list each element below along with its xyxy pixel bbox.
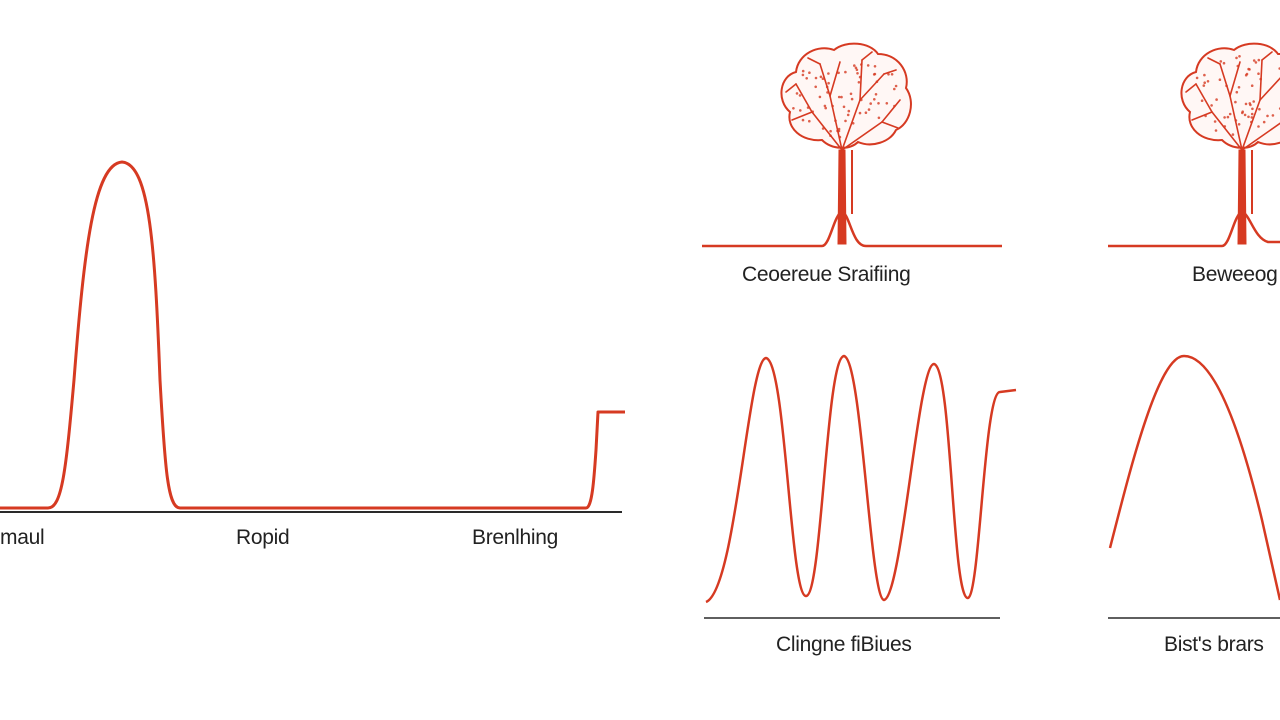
bottom-panel-1-label: Clingne fiBiues	[776, 633, 912, 656]
main-label-left: maul	[0, 526, 45, 549]
top-panel-1-label: Ceoereue Sraifiing	[742, 263, 911, 286]
main-waveform-panel	[0, 160, 625, 513]
brain-tree-icon	[1180, 42, 1280, 245]
main-label-middle: Ropid	[236, 526, 290, 549]
main-waveform	[0, 160, 625, 510]
top-panel-2-label: Beweeog	[1192, 263, 1278, 286]
bottom-panel-2-label: Bist's brars	[1164, 633, 1264, 656]
main-label-right: Brenlhing	[472, 526, 559, 549]
bottom-panel-2-waveform	[1108, 354, 1280, 601]
top-panel-2-waveform	[1108, 210, 1280, 248]
top-panel-1-waveform	[702, 210, 1002, 248]
top-panel-2	[1108, 42, 1280, 248]
top-panel-1	[702, 42, 1002, 248]
bottom-panel-1-waveform	[705, 354, 1017, 604]
brain-tree-icon	[780, 42, 912, 245]
bottom-panel-1	[704, 354, 1017, 619]
bottom-panel-2	[1108, 354, 1280, 619]
